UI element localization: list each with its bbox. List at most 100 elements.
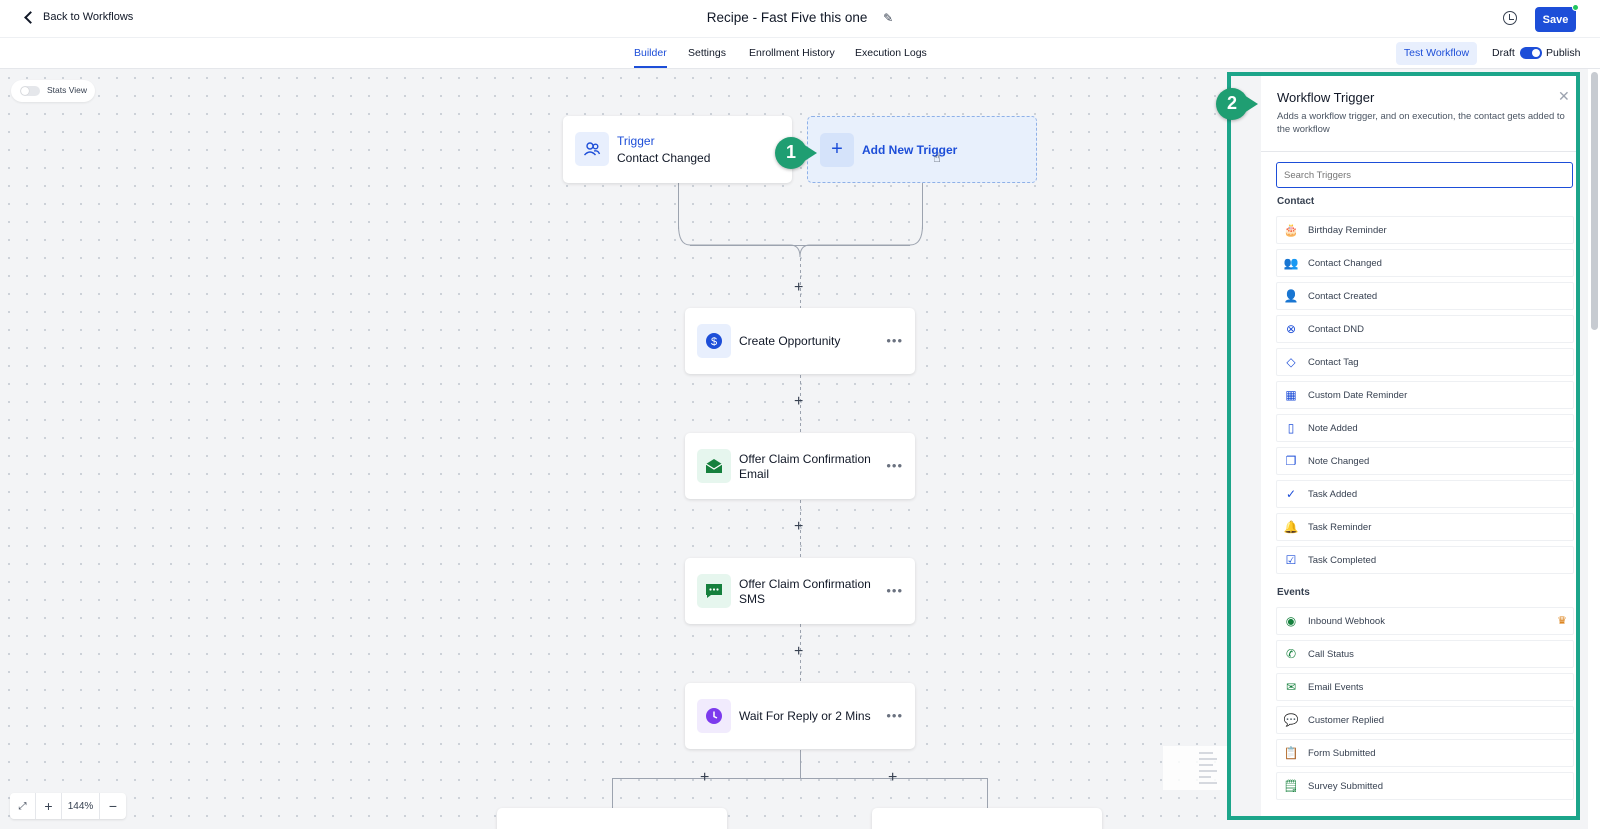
scrollbar-thumb[interactable] xyxy=(1591,72,1598,330)
tab-enrollment-history[interactable]: Enrollment History xyxy=(749,47,835,59)
add-step-plus-icon[interactable]: + xyxy=(794,518,804,535)
back-to-workflows-link[interactable]: Back to Workflows xyxy=(24,10,133,24)
tab-settings[interactable]: Settings xyxy=(688,47,726,59)
calendar-icon: ▦ xyxy=(1285,388,1297,402)
add-step-plus-icon[interactable]: + xyxy=(888,769,898,786)
clipboard-icon: 📋 xyxy=(1283,746,1299,760)
test-workflow-button[interactable]: Test Workflow xyxy=(1396,42,1477,65)
add-step-plus-icon[interactable]: + xyxy=(794,643,804,660)
trigger-item[interactable]: ✉Email Events xyxy=(1276,673,1574,701)
more-options-icon[interactable]: ••• xyxy=(886,583,903,598)
add-step-plus-icon[interactable]: + xyxy=(700,769,710,786)
plus-icon: + xyxy=(820,133,854,167)
trigger-item[interactable]: 💬Customer Replied xyxy=(1276,706,1574,734)
add-new-trigger-button[interactable]: + Add New Trigger xyxy=(807,116,1037,183)
connector-line xyxy=(800,750,801,778)
connector-line xyxy=(678,183,679,229)
trigger-node[interactable]: Trigger Contact Changed xyxy=(563,116,792,183)
history-icon[interactable] xyxy=(1503,11,1517,25)
connector-line xyxy=(987,778,988,814)
connector-line xyxy=(800,375,801,435)
zoom-level: 144% xyxy=(62,793,100,819)
merge-connector xyxy=(678,225,923,258)
more-options-icon[interactable]: ••• xyxy=(886,708,903,723)
workflow-title-text: Recipe - Fast Five this one xyxy=(706,10,868,25)
add-new-trigger-label: Add New Trigger xyxy=(862,143,958,157)
trigger-item[interactable]: ☑Task Completed xyxy=(1276,546,1574,574)
trigger-item-label: Customer Replied xyxy=(1308,715,1385,726)
trigger-item[interactable]: ✓Task Added xyxy=(1276,480,1574,508)
fullscreen-icon[interactable]: ⤢ xyxy=(10,793,36,819)
crown-icon: ♛ xyxy=(1557,615,1567,627)
publish-label: Publish xyxy=(1546,47,1581,59)
unsaved-indicator xyxy=(1572,4,1579,11)
action-label: Wait For Reply or 2 Mins xyxy=(739,709,871,723)
add-step-plus-icon[interactable]: + xyxy=(794,279,804,296)
tab-builder[interactable]: Builder xyxy=(634,47,667,68)
callout-pointer xyxy=(803,144,817,162)
trigger-item[interactable]: ▯Note Added xyxy=(1276,414,1574,442)
trigger-item[interactable]: ✆Call Status xyxy=(1276,640,1574,668)
trigger-item[interactable]: 👥Contact Changed xyxy=(1276,249,1574,277)
trigger-item[interactable]: 🎂Birthday Reminder xyxy=(1276,216,1574,244)
stats-view-label: Stats View xyxy=(47,85,88,95)
trigger-item-label: Contact Created xyxy=(1308,291,1378,302)
user-plus-icon: 👤 xyxy=(1283,289,1299,303)
search-triggers-input[interactable] xyxy=(1276,162,1573,188)
trigger-item-label: Custom Date Reminder xyxy=(1308,390,1408,401)
pencil-icon[interactable]: ✎ xyxy=(883,11,894,25)
stats-view-toggle[interactable]: Stats View xyxy=(11,80,95,102)
email-icon xyxy=(697,449,731,483)
add-step-plus-icon[interactable]: + xyxy=(794,393,804,410)
trigger-item[interactable]: 📋Form Submitted xyxy=(1276,739,1574,767)
trigger-item[interactable]: ⊗ Contact DND xyxy=(1276,315,1574,343)
zoom-out-button[interactable]: − xyxy=(108,798,118,814)
save-button[interactable]: Save xyxy=(1535,7,1576,32)
trigger-item[interactable]: ❐Note Changed xyxy=(1276,447,1574,475)
zoom-in-button[interactable]: + xyxy=(36,793,62,819)
phone-icon: ✆ xyxy=(1285,647,1297,661)
action-node-email[interactable]: Offer Claim Confirmation Email ••• xyxy=(685,433,915,499)
action-node-sms[interactable]: Offer Claim Confirmation SMS ••• xyxy=(685,558,915,624)
branch-node[interactable] xyxy=(497,808,727,829)
action-node-create-opportunity[interactable]: $ Create Opportunity ••• xyxy=(685,308,915,374)
panel-gutter xyxy=(1231,76,1261,816)
trigger-item-label: Survey Submitted xyxy=(1308,781,1383,792)
section-label: Events xyxy=(1277,587,1310,598)
action-node-wait[interactable]: Wait For Reply or 2 Mins ••• xyxy=(685,683,915,749)
action-label: Offer Claim Confirmation Email xyxy=(739,452,871,481)
more-options-icon[interactable]: ••• xyxy=(886,333,903,348)
trigger-item[interactable]: 🗒Survey Submitted xyxy=(1276,772,1574,800)
trigger-item[interactable]: ◇Contact Tag xyxy=(1276,348,1574,376)
branch-node[interactable] xyxy=(872,808,1102,829)
trigger-item[interactable]: 🔔Task Reminder xyxy=(1276,513,1574,541)
connector-line xyxy=(612,778,613,814)
trigger-item-label: Inbound Webhook xyxy=(1308,616,1385,627)
section-label: Contact xyxy=(1277,196,1315,207)
trigger-subtitle: Contact Changed xyxy=(617,151,711,165)
more-options-icon[interactable]: ••• xyxy=(886,458,903,473)
close-icon[interactable]: ✕ xyxy=(1558,88,1570,104)
minimap[interactable] xyxy=(1163,746,1238,790)
connector-line xyxy=(800,258,801,308)
trigger-item-label: Contact Tag xyxy=(1308,357,1359,368)
workflow-title[interactable]: Recipe - Fast Five this one ✎ xyxy=(0,10,1600,25)
action-label: Offer Claim Confirmation SMS xyxy=(739,577,871,606)
dnd-icon: ⊗ xyxy=(1285,322,1297,336)
divider xyxy=(1261,151,1576,152)
cake-icon: 🎂 xyxy=(1283,223,1299,237)
panel-content: Workflow Trigger ✕ Adds a workflow trigg… xyxy=(1261,76,1576,816)
draft-label: Draft xyxy=(1492,47,1515,59)
tab-execution-logs[interactable]: Execution Logs xyxy=(855,47,927,59)
trigger-item[interactable]: 👤 Contact Created xyxy=(1276,282,1574,310)
trigger-item-label: Contact DND xyxy=(1308,324,1364,335)
trigger-item[interactable]: ◉Inbound Webhook♛ xyxy=(1276,607,1574,635)
trigger-item-label: Note Changed xyxy=(1308,456,1370,467)
trigger-item-label: Task Added xyxy=(1308,489,1358,500)
connector-line xyxy=(800,624,801,684)
trigger-item[interactable]: ▦ Custom Date Reminder xyxy=(1276,381,1574,409)
trigger-item-label: Email Events xyxy=(1308,682,1364,693)
connector-line xyxy=(612,778,988,779)
publish-toggle[interactable] xyxy=(1520,47,1542,59)
stats-toggle-switch[interactable] xyxy=(20,86,40,96)
